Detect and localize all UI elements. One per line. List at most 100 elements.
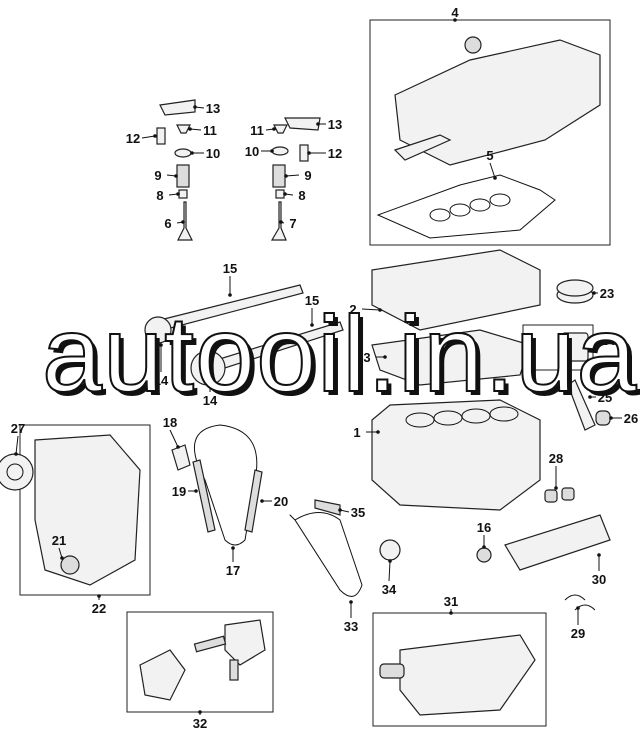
callout-number: 31 (444, 594, 458, 609)
callout-number: 14 (154, 373, 169, 388)
leader-arrowhead (14, 452, 18, 456)
callout-number: 35 (351, 505, 365, 520)
leader-arrowhead (176, 192, 180, 196)
leader-arrowhead (208, 383, 212, 387)
callout-20: 20 (260, 494, 288, 509)
main-bearing (544, 489, 558, 503)
leader-arrowhead (97, 594, 101, 598)
leader-arrowhead (378, 308, 382, 312)
callout-27: 27 (11, 421, 25, 456)
callout-13: 13 (193, 101, 220, 116)
callout-number: 12 (126, 131, 140, 146)
leader-arrowhead (383, 355, 387, 359)
valve-cover-box (369, 19, 611, 246)
callout-number: 28 (549, 451, 563, 466)
callout-25: 25 (588, 390, 612, 405)
leader-arrowhead (198, 710, 202, 714)
callout-number: 11 (203, 123, 217, 138)
callout-14: 14 (154, 343, 169, 388)
leader-line (489, 162, 496, 179)
leader-arrowhead (193, 105, 197, 109)
timing-cover-box (19, 424, 151, 596)
leader-arrowhead (279, 220, 283, 224)
leader-arrowhead (554, 486, 558, 490)
piston (561, 332, 589, 362)
callout-number: 10 (245, 144, 259, 159)
leader-arrowhead (181, 220, 185, 224)
leader-arrowhead (231, 546, 235, 550)
callout-number: 1 (353, 425, 360, 440)
balance-shaft-housing (224, 619, 266, 666)
leader-arrowhead (190, 151, 194, 155)
leader-arrowhead (283, 192, 287, 196)
leader-arrowhead (159, 343, 163, 347)
chain-guide-left (192, 459, 216, 533)
balance-chain-guide (314, 499, 341, 516)
callout-1: 1 (353, 425, 380, 440)
callout-number: 18 (163, 415, 177, 430)
oil-pump (139, 649, 186, 701)
callout-number: 21 (52, 533, 66, 548)
leader-arrowhead (597, 553, 601, 557)
leader-line (15, 435, 19, 455)
leader-arrowhead (284, 174, 288, 178)
oil-pan-box (372, 612, 547, 727)
callout-number: 12 (328, 146, 342, 161)
callout-12: 12 (307, 146, 342, 161)
leader-arrowhead (592, 338, 596, 342)
callout-5: 5 (486, 148, 497, 180)
callout-number: 6 (164, 216, 171, 231)
callout-number: 26 (624, 411, 638, 426)
leader-line (141, 135, 156, 139)
callout-33: 33 (344, 600, 358, 634)
oil-strainer (379, 663, 405, 679)
callout-number: 8 (298, 188, 305, 203)
callout-12: 12 (126, 131, 157, 146)
callout-number: 24 (601, 333, 616, 348)
callout-6: 6 (164, 216, 185, 231)
callout-10: 10 (190, 146, 220, 161)
callout-4: 4 (451, 5, 459, 22)
leader-arrowhead (307, 151, 311, 155)
callout-number: 15 (305, 293, 319, 308)
callout-number: 9 (304, 168, 311, 183)
leader-arrowhead (349, 600, 353, 604)
callout-8: 8 (156, 188, 180, 203)
callout-21: 21 (52, 533, 66, 560)
leader-arrowhead (194, 489, 198, 493)
timing-cover (34, 434, 141, 586)
leader-arrowhead (388, 559, 392, 563)
leader-arrowhead (482, 545, 486, 549)
balance-chain (289, 512, 363, 597)
callout-34: 34 (382, 559, 397, 597)
leader-arrowhead (153, 134, 157, 138)
callout-10: 10 (245, 144, 274, 159)
leader-line (285, 174, 300, 177)
callout-number: 33 (344, 619, 358, 634)
valvetrain-left (156, 99, 196, 241)
callout-number: 7 (289, 216, 296, 231)
intake-cam-sprocket (144, 316, 172, 344)
callout-3: 3 (363, 350, 387, 365)
leader-arrowhead (60, 556, 64, 560)
callout-number: 5 (486, 148, 493, 163)
callout-13: 13 (316, 117, 342, 132)
head-gasket (371, 329, 531, 386)
crankshaft (504, 514, 611, 571)
leader-arrowhead (376, 430, 380, 434)
callout-15: 15 (305, 293, 319, 327)
leader-line (361, 308, 381, 311)
callout-29: 29 (571, 606, 585, 641)
watermark: autooil.in.ua (41, 293, 638, 414)
exhaust-cam-sprocket (190, 350, 226, 386)
leader-arrowhead (188, 127, 192, 131)
callout-17: 17 (226, 546, 240, 578)
leader-arrowhead (316, 122, 320, 126)
callout-number: 17 (226, 563, 240, 578)
callout-number: 30 (592, 572, 606, 587)
leader-arrowhead (176, 445, 180, 449)
leader-line (189, 128, 202, 131)
